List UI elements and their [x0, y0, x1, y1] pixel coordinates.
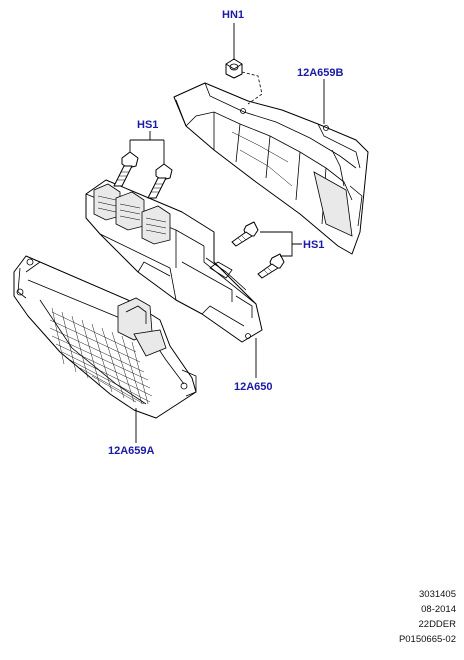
screw — [257, 253, 285, 279]
callout-12A659B: 12A659B — [297, 67, 344, 79]
callout-HN1: HN1 — [222, 9, 245, 21]
screw — [113, 151, 139, 187]
screws-HS1-right — [231, 221, 285, 279]
lower-bracket-12A659A — [13, 255, 197, 419]
screws-HS1-left — [113, 151, 173, 199]
callout-HS1-left: HS1 — [137, 119, 159, 131]
screw — [231, 221, 259, 247]
upper-bracket-12A659B — [173, 82, 369, 255]
reference-number: 3031405 — [419, 589, 456, 600]
callout-12A659A: 12A659A — [108, 445, 155, 457]
illustration-id: P0150665-02 — [398, 634, 456, 645]
leader-lines — [129, 23, 325, 443]
reference-date: 08-2014 — [421, 604, 456, 615]
callout-12A650: 12A650 — [234, 381, 273, 393]
callout-HS1-right: HS1 — [303, 239, 325, 251]
reference-code: 22DDER — [418, 619, 457, 630]
screw — [147, 163, 173, 199]
bracket-grille — [49, 307, 153, 405]
module-12A650 — [85, 179, 263, 343]
